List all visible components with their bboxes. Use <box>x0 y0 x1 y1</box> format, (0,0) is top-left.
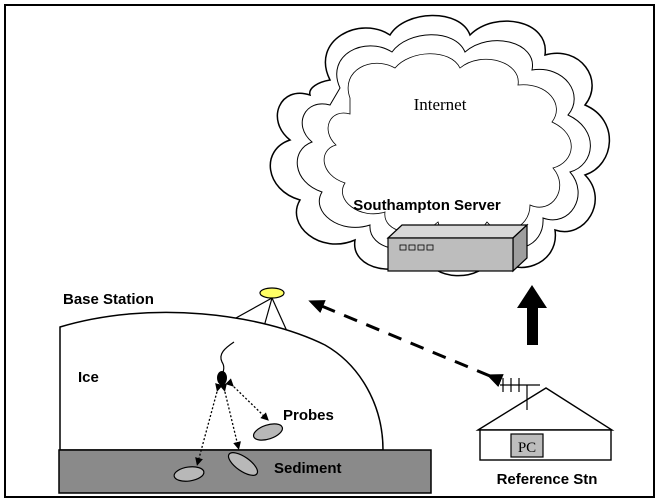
internet-cloud <box>269 14 611 277</box>
base-station-label: Base Station <box>63 291 154 308</box>
probe-icon <box>173 466 205 482</box>
probes-label: Probes <box>283 407 334 424</box>
probe-icon <box>252 423 284 441</box>
probe-icon <box>227 452 259 476</box>
pc-label: PC <box>518 440 536 456</box>
uplink-arrow <box>517 285 547 345</box>
reference-station-house: PC <box>475 387 615 461</box>
antenna-icon <box>500 378 540 410</box>
pc-box <box>510 433 544 458</box>
buried-node-icon <box>217 371 227 385</box>
probe-link-3 <box>225 378 269 421</box>
internet-label: Internet <box>414 95 467 114</box>
reference-station-label: Reference Stn <box>497 471 598 488</box>
base-station-light-icon <box>259 287 285 299</box>
sediment-label: Sediment <box>274 460 342 477</box>
probe-link-1 <box>195 383 223 466</box>
southampton-server-label: Southampton Server <box>353 197 501 214</box>
ice-label: Ice <box>78 369 99 386</box>
radio-link-arrow <box>308 300 504 388</box>
server-icon <box>386 223 529 273</box>
